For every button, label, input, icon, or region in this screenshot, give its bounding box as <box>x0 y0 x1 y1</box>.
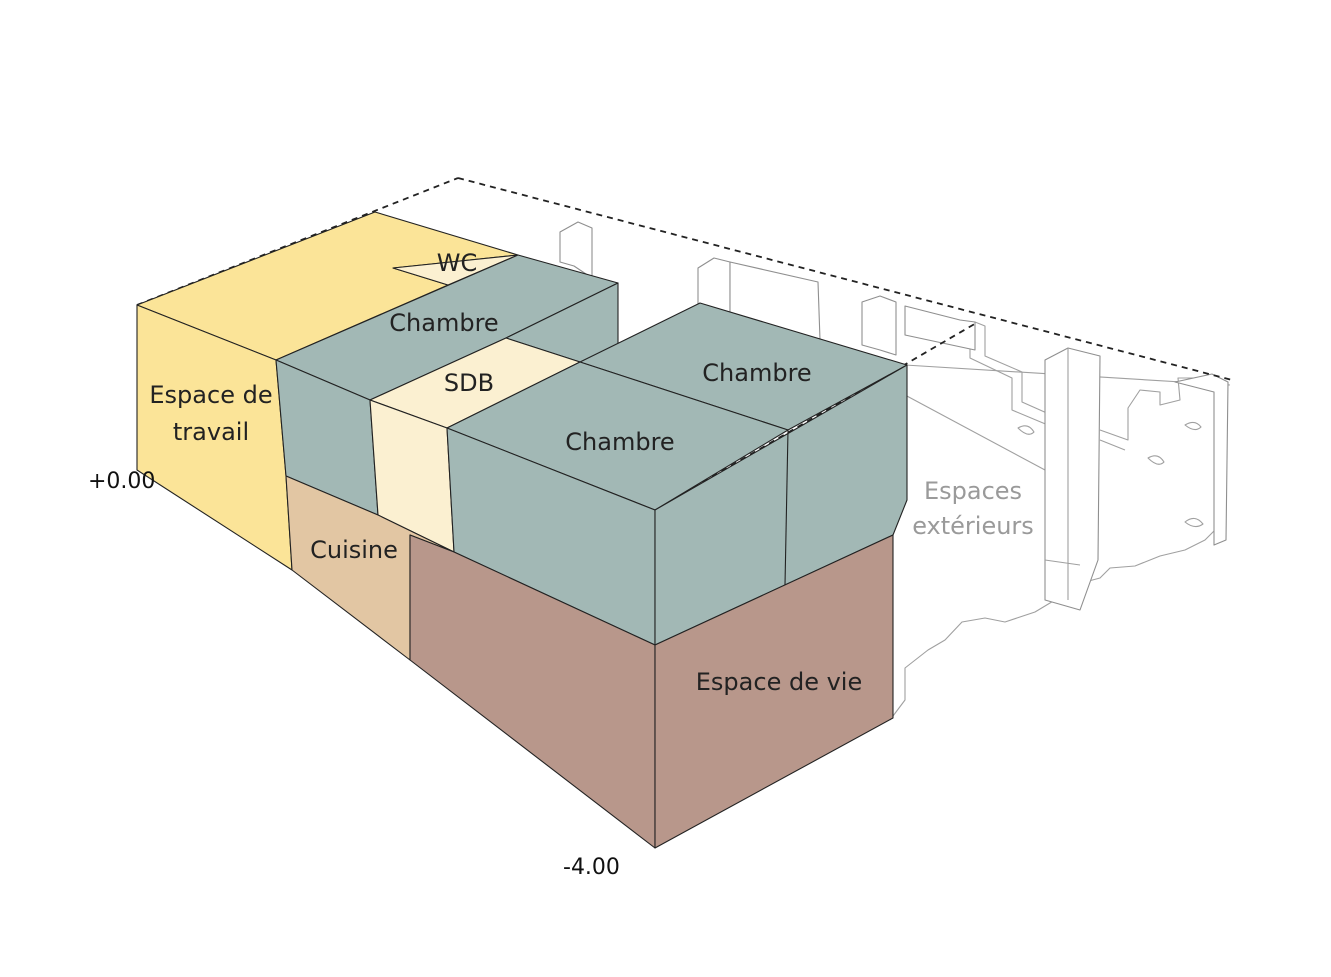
wall-opening-3 <box>1184 421 1202 431</box>
workspace-label-line1: Espace de <box>149 381 272 409</box>
level-labels: +0.00 -4.00 <box>88 469 620 880</box>
bedroom-front-label: Chambre <box>565 428 674 456</box>
bedroom-right-label: Chambre <box>702 359 811 387</box>
bedroom-back-label: Chambre <box>389 309 498 337</box>
outdoor-labels: Espaces extérieurs <box>912 477 1034 540</box>
outline-back <box>457 177 1233 381</box>
pillar-3 <box>861 295 897 356</box>
stepped-wall <box>974 321 1229 441</box>
outdoor-label-line1: Espaces <box>924 477 1022 505</box>
wall-opening-1 <box>1017 425 1035 435</box>
building <box>136 211 908 849</box>
living-label: Espace de vie <box>696 668 862 696</box>
exterior-wall-block <box>904 305 976 351</box>
kitchen-label: Cuisine <box>310 536 398 564</box>
pillar-5 <box>1174 373 1229 546</box>
level-top-label: +0.00 <box>88 469 155 494</box>
bedroom-divider <box>784 429 789 586</box>
living-front <box>654 534 894 849</box>
bathroom-label: SDB <box>444 369 494 397</box>
room-labels: Espace de travail WC Chambre SDB Chambre… <box>149 249 862 696</box>
bedroom-right-face <box>654 364 908 646</box>
level-bottom-label: -4.00 <box>563 855 620 880</box>
pillar-4-edge <box>1044 348 1081 600</box>
wall-opening-2 <box>1147 455 1165 465</box>
outdoor-label-line2: extérieurs <box>912 512 1034 540</box>
outline-right <box>654 321 979 511</box>
wall-opening-4 <box>1184 517 1204 528</box>
pillar-4 <box>1044 347 1101 611</box>
exterior-spaces-ghost <box>559 221 1231 721</box>
workspace-label-line2: travail <box>173 418 249 446</box>
wc-label: WC <box>437 249 478 277</box>
